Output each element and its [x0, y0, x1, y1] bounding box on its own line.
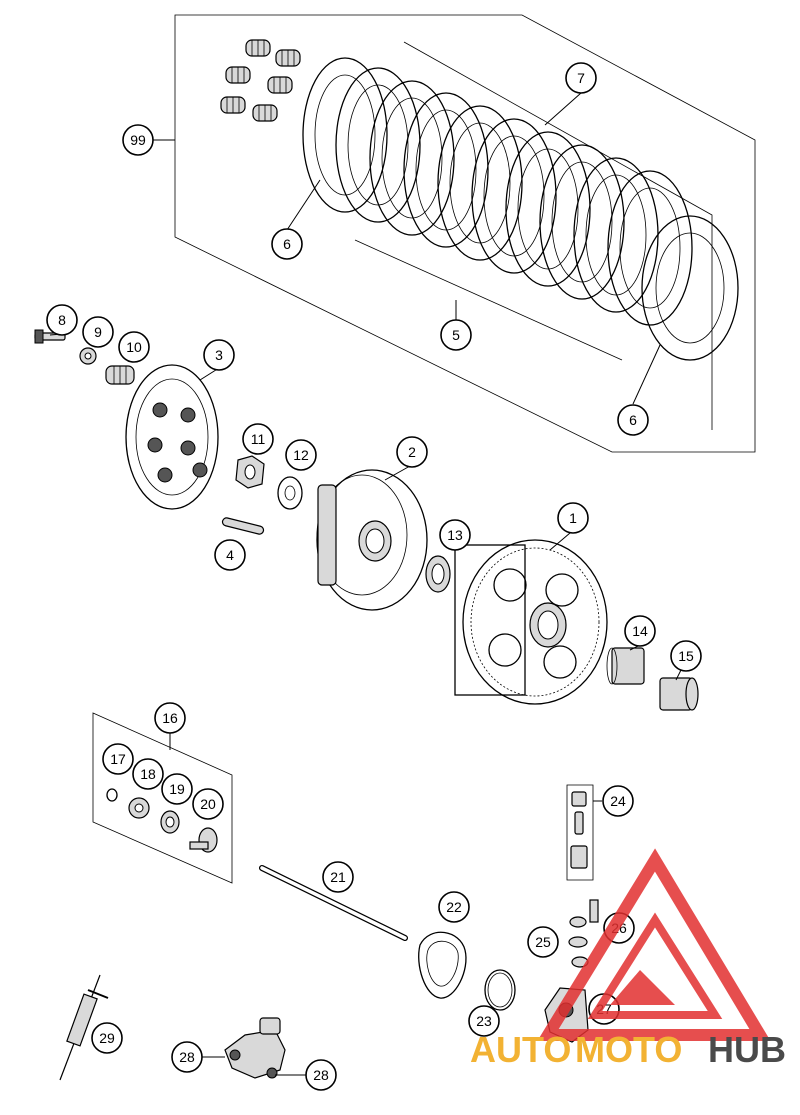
- svg-text:6: 6: [629, 412, 637, 428]
- spring-10: [105, 365, 135, 385]
- svg-text:23: 23: [476, 1013, 492, 1029]
- push-rod-21: [259, 865, 408, 941]
- callout-6-top: 6: [271, 228, 303, 260]
- svg-text:8: 8: [58, 312, 66, 328]
- callout-15: 15: [670, 640, 702, 672]
- svg-text:13: 13: [447, 527, 463, 543]
- callout-17: 17: [102, 743, 134, 775]
- svg-text:10: 10: [126, 339, 142, 355]
- callout-29: 29: [91, 1022, 123, 1054]
- callout-22: 22: [438, 891, 470, 923]
- svg-text:12: 12: [293, 447, 309, 463]
- callout-11: 11: [242, 423, 274, 455]
- callout-14: 14: [624, 615, 656, 647]
- svg-text:25: 25: [535, 934, 551, 950]
- watermark-moto: MOTO: [575, 1029, 682, 1070]
- svg-text:99: 99: [130, 132, 146, 148]
- callout-19: 19: [161, 773, 193, 805]
- svg-text:5: 5: [452, 327, 460, 343]
- callout-28-left: 28: [171, 1041, 203, 1073]
- clutch-basket: [454, 539, 608, 705]
- callout-4: 4: [214, 539, 246, 571]
- inner-clutch-hub: [316, 469, 428, 611]
- svg-text:24: 24: [610, 793, 626, 809]
- clutch-kit-frame: [174, 14, 756, 453]
- callout-7: 7: [565, 62, 597, 94]
- watermark-auto: AUTO: [470, 1029, 571, 1070]
- callout-1: 1: [557, 502, 589, 534]
- callout-8: 8: [46, 304, 78, 336]
- callout-2: 2: [396, 436, 428, 468]
- ring-17: [106, 788, 118, 802]
- clutch-springs-set: [220, 39, 301, 122]
- svg-text:18: 18: [140, 766, 156, 782]
- svg-text:11: 11: [251, 431, 266, 447]
- bleeder-kit-frame: [566, 784, 594, 881]
- callout-25: 25: [527, 926, 559, 958]
- callout-5: 5: [440, 319, 472, 351]
- svg-text:7: 7: [577, 70, 585, 86]
- svg-text:14: 14: [632, 623, 648, 639]
- svg-text:21: 21: [330, 869, 346, 885]
- watermark-triangle-icon: [537, 848, 771, 1041]
- bleeder-valve-parts: [570, 791, 588, 869]
- callout-18: 18: [132, 758, 164, 790]
- o-ring-23: [484, 969, 516, 1011]
- lock-washer-12: [277, 476, 303, 510]
- svg-text:28: 28: [179, 1049, 195, 1065]
- callout-13: 13: [439, 519, 471, 551]
- pushrod-kit-frame: [92, 712, 233, 884]
- svg-text:6: 6: [283, 236, 291, 252]
- callout-6-bottom: 6: [617, 404, 649, 436]
- bushing-15: [659, 677, 699, 711]
- svg-text:1: 1: [569, 510, 577, 526]
- piston-20: [189, 827, 218, 853]
- gasket-22: [418, 931, 467, 999]
- callout-20: 20: [192, 788, 224, 820]
- svg-text:16: 16: [162, 710, 178, 726]
- callout-12: 12: [285, 439, 317, 471]
- washer-9: [79, 347, 97, 365]
- pin-4: [221, 517, 265, 535]
- callout-9: 9: [82, 316, 114, 348]
- clutch-disc-stack: [302, 41, 739, 430]
- callout-28-right: 28: [305, 1059, 337, 1091]
- callout-24: 24: [602, 785, 634, 817]
- washer-18: [128, 797, 150, 819]
- callout-16: 16: [154, 702, 186, 734]
- callout-10: 10: [118, 331, 150, 363]
- callout-99: 99: [122, 124, 154, 156]
- washer-19: [160, 810, 180, 834]
- needle-bearing-14: [606, 647, 645, 685]
- watermark-hub: HUB: [708, 1029, 786, 1070]
- svg-text:28: 28: [313, 1067, 329, 1083]
- bleeding-syringe-29: [59, 974, 109, 1081]
- svg-text:22: 22: [446, 899, 462, 915]
- svg-text:15: 15: [678, 648, 694, 664]
- svg-text:20: 20: [200, 796, 216, 812]
- svg-text:4: 4: [226, 547, 234, 563]
- callout-23: 23: [468, 1005, 500, 1037]
- callout-3: 3: [203, 339, 235, 371]
- svg-text:19: 19: [169, 781, 185, 797]
- svg-text:29: 29: [99, 1030, 115, 1046]
- svg-text:3: 3: [215, 347, 223, 363]
- svg-text:17: 17: [110, 751, 126, 767]
- nut-11: [235, 455, 265, 489]
- svg-text:9: 9: [94, 324, 102, 340]
- cover-28: [224, 1017, 286, 1079]
- svg-text:2: 2: [408, 444, 416, 460]
- pressure-plate: [125, 364, 219, 510]
- watermark-logo: [537, 848, 771, 1041]
- thrust-washer-13: [425, 555, 451, 593]
- callout-21: 21: [322, 861, 354, 893]
